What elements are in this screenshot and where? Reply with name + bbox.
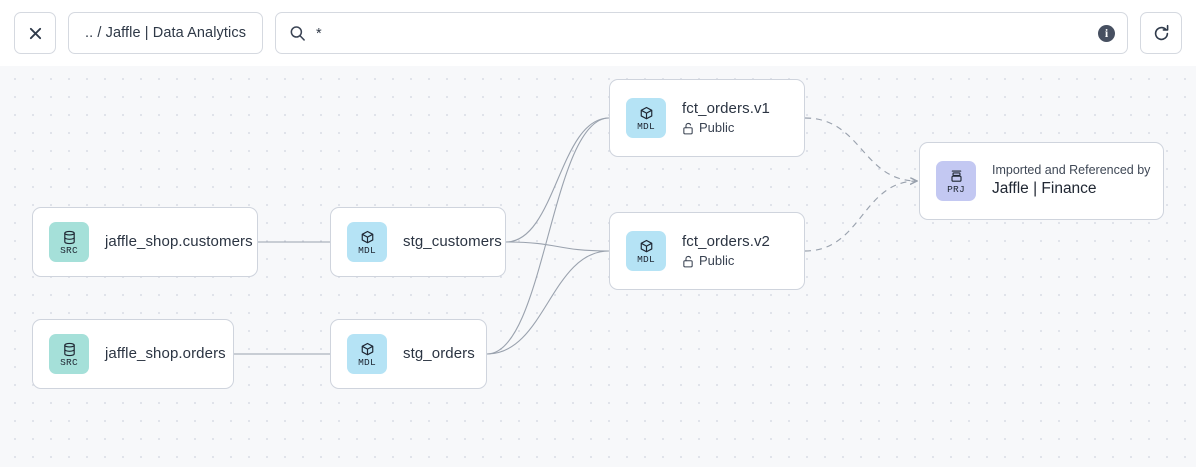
node-title: fct_orders.v2 — [682, 233, 771, 251]
source-badge: SRC — [49, 334, 89, 374]
badge-kind-label: MDL — [358, 357, 376, 369]
badge-kind-label: SRC — [60, 245, 78, 257]
badge-kind-label: MDL — [637, 254, 655, 266]
access-label: Public — [699, 119, 735, 135]
cube-icon — [360, 230, 375, 245]
model-badge: MDL — [347, 334, 387, 374]
close-icon — [29, 27, 41, 39]
badge-kind-label: MDL — [358, 245, 376, 257]
search-icon — [290, 25, 305, 41]
node-title: fct_orders.v1 — [682, 100, 771, 118]
node-body: fct_orders.v1 Public — [682, 100, 770, 135]
access-badge: Public — [682, 119, 770, 136]
node-stg-customers[interactable]: MDL stg_customers — [330, 207, 506, 277]
node-body: jaffle_shop.customers — [105, 233, 253, 250]
refresh-icon — [1154, 24, 1168, 40]
edge-stgcustomers-to-v1 — [505, 117, 610, 243]
badge-kind-label: SRC — [60, 357, 78, 369]
database-icon — [62, 342, 77, 357]
node-body: stg_customers — [403, 233, 502, 250]
badge-kind-label: PRJ — [947, 184, 965, 196]
node-kicker: Imported and Referenced by — [992, 163, 1151, 178]
refresh-button[interactable] — [1140, 12, 1182, 54]
node-title: stg_customers — [403, 233, 502, 251]
cube-icon — [639, 106, 654, 121]
graph-canvas[interactable]: SRC jaffle_shop.customers SRC jaffle_sh — [0, 66, 1196, 467]
unlock-icon — [683, 122, 693, 135]
model-badge: MDL — [626, 231, 666, 271]
node-fct-orders-v1[interactable]: MDL fct_orders.v1 Public — [609, 79, 805, 157]
project-badge: PRJ — [936, 161, 976, 201]
node-body: stg_orders — [403, 345, 475, 362]
node-title: stg_orders — [403, 345, 475, 363]
node-body: fct_orders.v2 Public — [682, 233, 770, 268]
node-stg-orders[interactable]: MDL stg_orders — [330, 319, 487, 389]
node-title: Jaffle | Finance — [992, 180, 1097, 198]
breadcrumb-label: .. / Jaffle | Data Analytics — [85, 25, 247, 41]
node-fct-orders-v2[interactable]: MDL fct_orders.v2 Public — [609, 212, 805, 290]
search-input[interactable]: * i — [275, 12, 1128, 54]
info-icon[interactable]: i — [1098, 24, 1115, 42]
cube-icon — [360, 342, 375, 357]
node-title: jaffle_shop.orders — [105, 345, 226, 363]
breadcrumb[interactable]: .. / Jaffle | Data Analytics — [68, 12, 264, 54]
search-value: * — [316, 25, 322, 42]
model-badge: MDL — [626, 98, 666, 138]
toolbar: .. / Jaffle | Data Analytics * i — [0, 0, 1196, 66]
access-badge: Public — [682, 252, 770, 269]
node-jaffle-finance-project[interactable]: PRJ Imported and Referenced by Jaffle | … — [919, 142, 1164, 220]
badge-kind-label: MDL — [637, 121, 655, 133]
database-icon — [62, 230, 77, 245]
cube-icon — [639, 239, 654, 254]
node-title: jaffle_shop.customers — [105, 233, 253, 251]
node-body: jaffle_shop.orders — [105, 345, 226, 362]
node-body: Imported and Referenced by Jaffle | Fina… — [992, 163, 1150, 199]
edge-v2-to-project — [804, 181, 917, 252]
model-badge: MDL — [347, 222, 387, 262]
node-jaffle-shop-orders[interactable]: SRC jaffle_shop.orders — [32, 319, 234, 389]
close-button[interactable] — [14, 12, 56, 54]
source-badge: SRC — [49, 222, 89, 262]
node-jaffle-shop-customers[interactable]: SRC jaffle_shop.customers — [32, 207, 258, 277]
unlock-icon — [683, 255, 693, 268]
edge-v1-to-project — [804, 117, 917, 181]
access-label: Public — [699, 252, 735, 268]
edge-stgcustomers-to-v2 — [505, 241, 610, 252]
project-icon — [949, 169, 964, 184]
